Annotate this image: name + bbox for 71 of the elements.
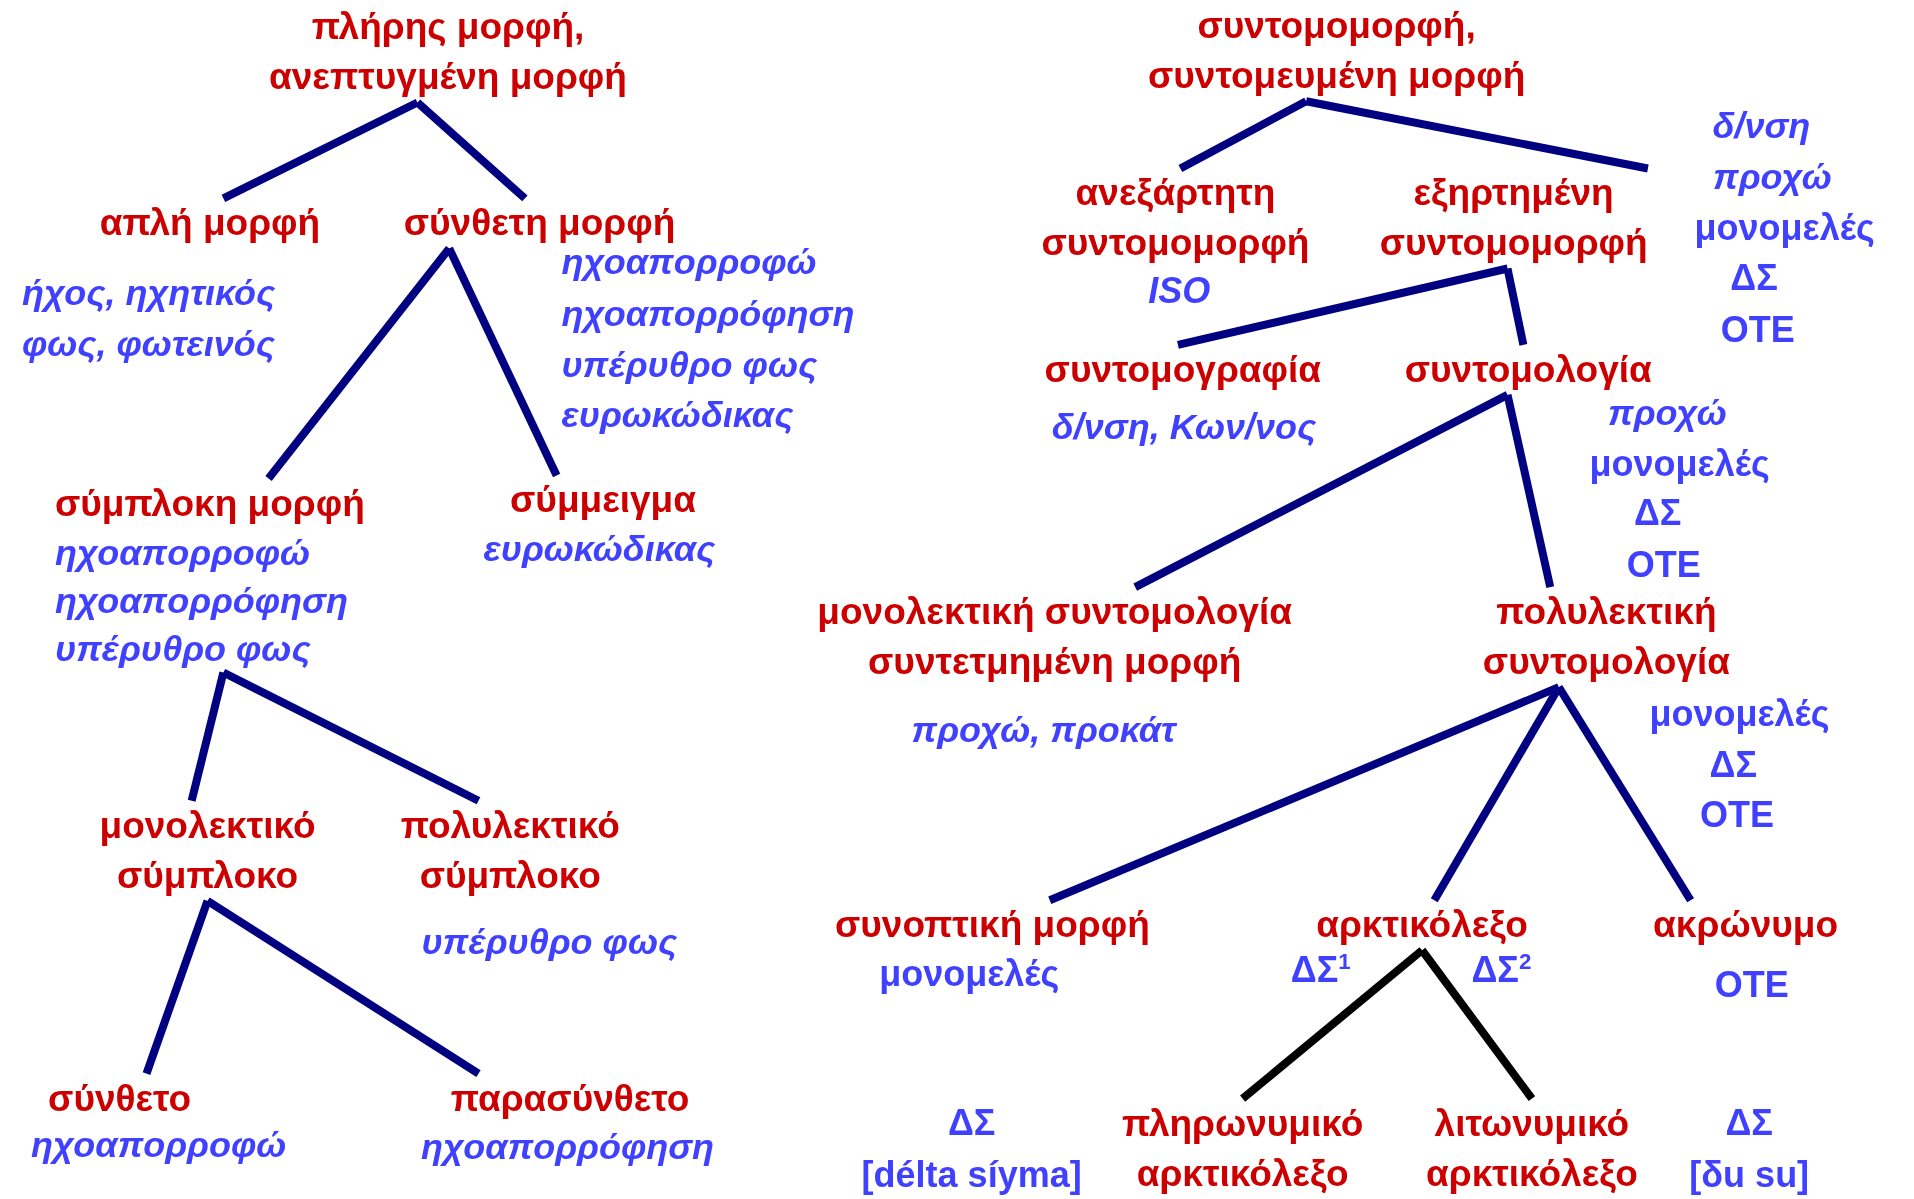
- term-text: αρκτικόλεξο: [1316, 903, 1528, 948]
- tree-branch-line: [1240, 947, 1425, 1102]
- example-text: ηχοαπορροφώ: [31, 1122, 287, 1167]
- term-text: συνοπτική μορφή: [835, 903, 1150, 948]
- example-label: ΟΤΕ: [1626, 543, 1701, 588]
- example-text: ήχος, ηχητικός: [21, 270, 276, 315]
- term-text: πληρωνυμικό αρκτικόλεξο: [1120, 1101, 1365, 1196]
- example-label: μονομελές: [879, 952, 1060, 997]
- example-text: προχώ: [1713, 155, 1832, 199]
- example-label: ΟΤΕ: [1714, 963, 1789, 1008]
- example-text: δ/νση, Κων/νος: [1051, 405, 1317, 450]
- term-text: συντομομορφή, συντομευμένη μορφή: [1147, 4, 1527, 99]
- tree-branch-line: [445, 246, 561, 478]
- example-label: ΟΤΕ: [1700, 793, 1774, 838]
- term-text: συντομολογία: [1404, 347, 1652, 392]
- term-text: πολυλεκτική συντομολογία: [1481, 590, 1731, 685]
- term-text: σύμπλοκη μορφή: [54, 481, 365, 526]
- term-text: συντομογραφία: [1044, 347, 1322, 392]
- example-label: μονομελές: [1649, 692, 1830, 737]
- tree-branch-line: [205, 897, 481, 1077]
- tree-branch-line: [1418, 947, 1536, 1102]
- example-text: προχώ, προκάτ: [911, 707, 1176, 752]
- example-text: ευρωκώδικας: [483, 527, 716, 572]
- term-text: απλή μορφή: [99, 201, 321, 246]
- term-text: εξηρτημένη συντομομορφή: [1378, 171, 1649, 266]
- tree-branch-line: [187, 671, 228, 802]
- tree-branch-line: [221, 668, 481, 805]
- example-text: ηχοαπορροφώ: [54, 530, 312, 575]
- example-label: μονομελές: [1589, 441, 1770, 486]
- term-text: παρασύνθετο: [450, 1076, 690, 1121]
- term-text: πολυλεκτικό σύμπλοκο: [399, 803, 621, 898]
- term-text: πλήρης μορφή, ανεπτυγμένη μορφή: [268, 5, 628, 100]
- example-label: μονομελές: [1694, 206, 1875, 251]
- tree-branch-line: [142, 899, 212, 1075]
- example-text: υπέρυθρο φως: [54, 626, 312, 671]
- term-text: λιτωνυμικό αρκτικόλεξο: [1425, 1101, 1639, 1196]
- tree-branch-line: [1178, 97, 1308, 172]
- example-label: ΔΣ: [1709, 743, 1758, 788]
- example-text: ηχοαπορρόφηση: [561, 291, 855, 336]
- example-text: ISO: [1148, 268, 1211, 313]
- example-text: δ/νση: [1712, 103, 1811, 148]
- tree-branch-line: [1048, 683, 1561, 904]
- tree-branch-line: [1503, 267, 1528, 346]
- tree-branch-line: [1503, 394, 1555, 589]
- example-text: φως, φωτεινός: [21, 322, 275, 367]
- example-label: ΔΣ: [947, 1101, 996, 1145]
- example-label: [délta síyma]: [861, 1153, 1082, 1198]
- example-label: ΔΣ$^{1}$: [1290, 948, 1351, 993]
- tree-branch-line: [1305, 97, 1649, 173]
- example-label: ΔΣ: [1725, 1101, 1773, 1145]
- tree-branch-line: [414, 99, 528, 202]
- example-text: υπέρυθρο φως: [421, 920, 678, 965]
- example-label: ΔΣ: [1633, 490, 1682, 535]
- term-text: σύνθετη μορφή: [403, 201, 676, 246]
- example-text: ηχοαπορρόφηση: [54, 578, 349, 623]
- term-text: ανεξάρτητη συντομομορφή: [1040, 171, 1311, 266]
- example-label: ΔΣ: [1730, 256, 1778, 301]
- example-label: [δu su]: [1689, 1153, 1810, 1198]
- example-text: υπέρυθρο φως: [561, 342, 818, 387]
- tree-branch-line: [1133, 391, 1510, 591]
- example-text: ευρωκώδικας: [561, 393, 794, 437]
- term-text: μονολεκτικό σύμπλοκο: [98, 803, 317, 898]
- term-text: μονολεκτική συντομολογία συντετμημένη μορφή: [816, 590, 1293, 685]
- example-text: προχώ: [1608, 390, 1727, 435]
- term-text: σύμμειγμα: [510, 478, 696, 523]
- term-text: σύνθετο: [48, 1076, 192, 1121]
- term-text: ακρώνυμο: [1653, 903, 1838, 948]
- example-label: ΟΤΕ: [1720, 307, 1795, 352]
- tree-branch-line: [221, 98, 420, 202]
- example-label: ΔΣ$^{2}$: [1471, 948, 1532, 993]
- example-text: ηχοαπορρόφηση: [421, 1125, 715, 1170]
